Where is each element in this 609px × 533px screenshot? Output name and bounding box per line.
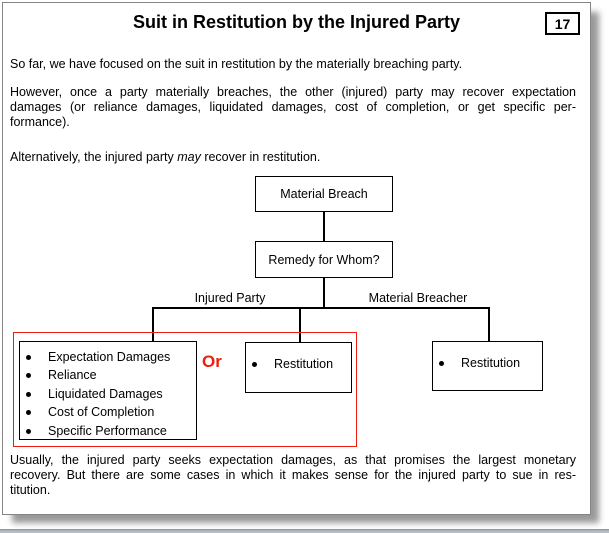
list-item-label: Specific Performance — [48, 423, 167, 438]
window-bottom-edge — [0, 529, 609, 533]
connector-decision-to-branch — [323, 278, 325, 307]
emphasized-word: may — [177, 150, 201, 164]
flowchart-box-injured-damages: Expectation Damages Reliance Liquidated … — [19, 341, 197, 440]
list-item: Reliance — [20, 366, 194, 384]
connector-to-breacher-restitution-box — [488, 307, 490, 341]
paragraph-usually: Usually, the injured party seeks expecta… — [10, 453, 576, 498]
red-highlight-rect — [13, 332, 357, 447]
damages-list: Expectation Damages Reliance Liquidated … — [20, 342, 196, 440]
list-item-label: Cost of Completion — [48, 405, 155, 420]
slide-content-area: Suit in Restitution by the Injured Party… — [3, 3, 590, 514]
list-item: Liquidated Damages — [20, 385, 194, 403]
branch-horizontal-line — [152, 307, 490, 309]
connector-to-damages-box — [152, 307, 154, 341]
list-item: Cost of Completion — [20, 403, 194, 421]
paragraph-line: So far, we have focused on the suit in r… — [10, 57, 463, 71]
text-segment: Alternatively, the injured party — [10, 150, 178, 164]
paragraph-line: Alternatively, the injured party may rec… — [10, 150, 576, 165]
paragraph-line: titution. — [10, 483, 51, 497]
paragraph-line: recovery. But there are some cases in wh… — [10, 468, 576, 482]
list-item-label: Restitution — [461, 356, 521, 370]
bullet-icon — [26, 428, 31, 434]
list-item-label: Restitution — [274, 357, 334, 371]
bullet-icon — [26, 355, 31, 360]
bullet-icon — [26, 373, 31, 379]
list-item-label: Expectation Damages — [48, 350, 171, 364]
flowchart-box-injured-restitution: Restitution — [245, 342, 352, 393]
paragraph-line: formance). — [10, 115, 70, 129]
bullet-icon — [439, 361, 444, 366]
or-label: Or — [202, 352, 222, 371]
bullet-icon — [252, 362, 257, 367]
slide-page: Suit in Restitution by the Injured Party… — [2, 2, 591, 515]
list-item: Expectation Damages — [20, 348, 194, 366]
branch-label-injured-party: Injured Party — [194, 291, 266, 305]
paragraph-expectation-damages: However, once a party materially breache… — [10, 85, 576, 130]
text-segment: recover in restitution. — [200, 150, 321, 164]
list-item: Restitution — [433, 354, 540, 372]
paragraph-line: damages (or reliance damages, liquidated… — [10, 100, 576, 114]
breacher-restitution-list: Restitution — [433, 342, 542, 372]
connector-to-injured-restitution-box — [299, 307, 301, 342]
bullet-icon — [26, 391, 31, 397]
box-label: Remedy for Whom? — [268, 252, 380, 267]
flowchart-box-remedy-for-whom: Remedy for Whom? — [255, 241, 393, 278]
paragraph-line: Usually, the injured party seeks expecta… — [10, 453, 576, 467]
list-item-label: Liquidated Damages — [48, 386, 163, 401]
flowchart-box-material-breach: Material Breach — [255, 176, 393, 212]
paragraph-line: However, once a party materially breache… — [10, 85, 576, 99]
flowchart-box-breacher-restitution: Restitution — [432, 341, 543, 391]
branch-label-material-breacher: Material Breacher — [368, 291, 468, 305]
list-item: Specific Performance — [20, 422, 194, 440]
page-number-box: 17 — [545, 12, 580, 35]
paragraph-alternatively: Alternatively, the injured party may rec… — [10, 150, 576, 165]
page-title: Suit in Restitution by the Injured Party — [132, 12, 461, 32]
bullet-icon — [26, 410, 31, 416]
connector-root-to-decision — [323, 212, 325, 241]
list-item-label: Reliance — [48, 368, 97, 383]
page-number: 17 — [554, 15, 571, 32]
injured-restitution-list: Restitution — [246, 343, 351, 373]
list-item: Restitution — [246, 355, 349, 373]
paragraph-intro: So far, we have focused on the suit in r… — [10, 57, 576, 72]
box-label: Material Breach — [280, 187, 368, 201]
